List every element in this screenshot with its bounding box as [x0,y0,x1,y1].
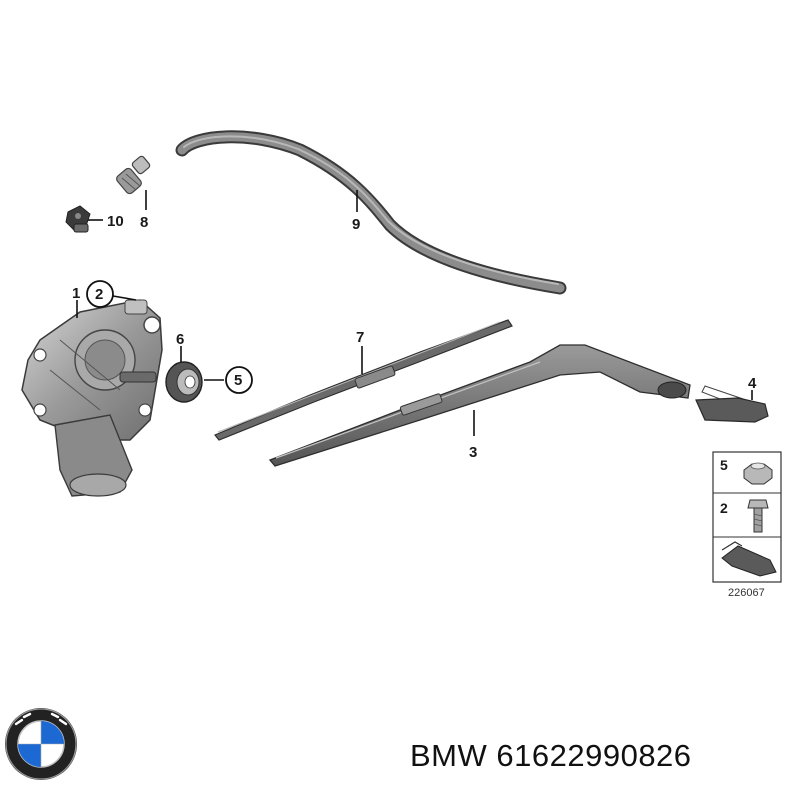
legend-box: 5 2 [712,451,782,583]
leader-bolt [112,295,137,301]
legend-item-nut: 5 [720,457,728,473]
callout-nozzle: 8 [140,214,148,231]
part-number: 61622990826 [496,738,692,773]
brand-name: BMW [410,738,488,773]
cover-part-icon [721,541,777,577]
callout-motor: 1 [72,285,80,302]
callout-bolt: 2 [95,286,103,303]
wiper-arm [268,344,691,467]
callout-seal: 6 [176,331,184,348]
retaining-clip [65,205,91,233]
callout-circle-bolt [86,280,114,308]
washer-hose [175,130,567,295]
washer-nozzle [116,155,151,195]
callout-circle-nut [225,366,253,394]
wiper-motor [21,299,163,497]
callout-hose: 9 [352,216,360,233]
callout-blade: 7 [356,329,364,346]
legend-item-bolt: 2 [720,500,728,516]
part-number-caption: BMW 61622990826 [410,738,692,774]
hex-nut-icon [743,462,773,485]
callout-clip: 10 [107,213,124,230]
arm-cap-cover [695,385,769,423]
callout-cover: 4 [748,375,757,392]
wiper-blade [214,319,513,441]
bolt-icon [747,499,769,533]
callout-arm: 3 [469,444,477,461]
callout-nut: 5 [234,372,242,389]
diagram-id: 226067 [728,587,765,599]
bmw-logo-icon [5,708,77,780]
grommet-seal [165,361,203,403]
